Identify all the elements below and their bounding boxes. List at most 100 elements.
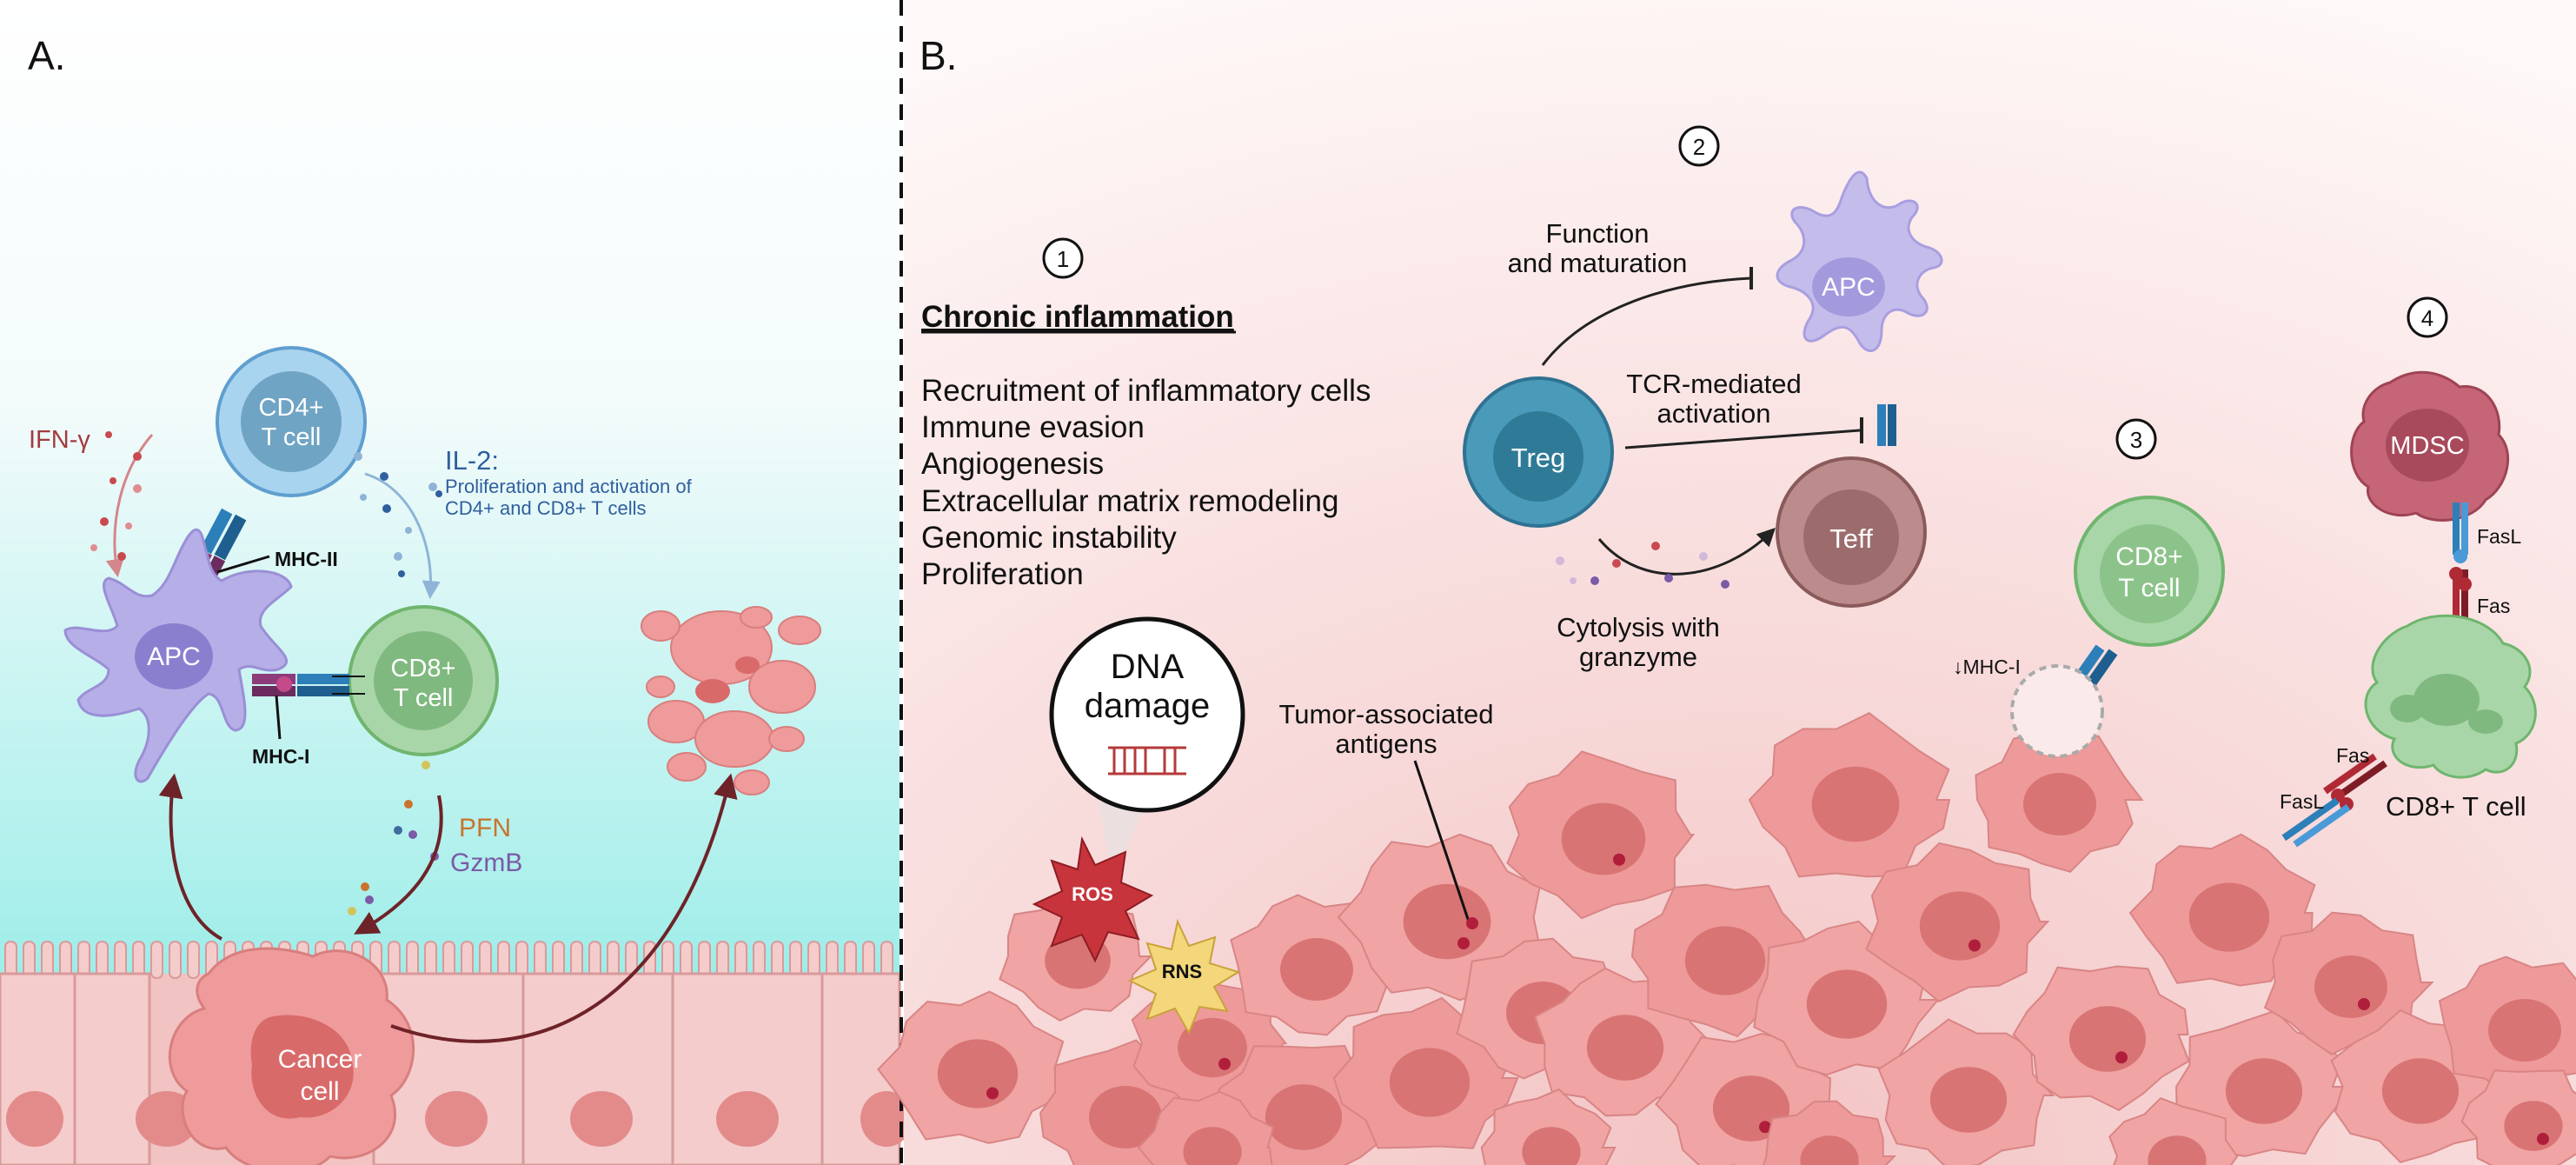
antigens-line1: Tumor-associated xyxy=(1279,699,1494,729)
mdsc-cell: MDSC xyxy=(2350,370,2510,522)
treg-cell: Treg xyxy=(1463,376,1614,528)
panel-a-label: A. xyxy=(28,33,65,78)
apc-b-label: APC xyxy=(1822,273,1876,302)
tumor-cell xyxy=(2460,1069,2576,1165)
fas-upper-label: Fas xyxy=(2477,595,2510,617)
microvillus xyxy=(150,941,163,979)
tumor-cell xyxy=(2108,1097,2239,1165)
epithelium xyxy=(0,941,913,1165)
chronic-item: Proliferation xyxy=(921,557,1084,591)
cd4-line1: CD4+ xyxy=(259,394,324,422)
mhc-i-label: MHC-I xyxy=(252,745,309,768)
apc-a: APC xyxy=(63,528,293,783)
cytolysis-line1: Cytolysis with xyxy=(1557,612,1720,642)
chronic-title: Chronic inflammation xyxy=(921,300,1234,334)
tumor-cell xyxy=(877,990,1065,1144)
cytolysis-line2: granzyme xyxy=(1579,642,1697,672)
apc-b: APC xyxy=(1776,170,1943,352)
antigen-dot xyxy=(1466,917,1478,929)
teff-cell: Teff xyxy=(1776,404,1927,608)
cancer-to-fragments-arrow xyxy=(390,773,738,1043)
gzmb-label: GzmB xyxy=(450,849,522,877)
tcr-line1: TCR-mediated xyxy=(1626,369,1802,399)
panel-b-label: B. xyxy=(920,33,957,78)
ros-label: ROS xyxy=(1072,883,1113,905)
fasl-upper-label: FasL xyxy=(2477,525,2521,548)
ifn-gamma-label: IFN-γ xyxy=(29,426,90,454)
cd4-t-cell: CD4+ T cell xyxy=(216,346,367,497)
step-1-badge xyxy=(1042,237,1084,279)
dna-line1: DNA xyxy=(1111,648,1185,686)
tumor-cell xyxy=(1137,1090,1274,1165)
fasl-fas-upper xyxy=(2449,503,2472,639)
cd8-t-cell-b: CD8+ T cell xyxy=(2068,496,2225,695)
rns-star xyxy=(1127,918,1241,1035)
tumor-cell xyxy=(2438,955,2576,1098)
microvillus xyxy=(169,941,182,979)
pfn-label: PFN xyxy=(459,814,511,842)
cancer-cell-a-line1: Cancer xyxy=(278,1045,362,1074)
microvillus xyxy=(187,941,200,979)
step-3-number: 3 xyxy=(2130,427,2142,453)
tumor-mass xyxy=(877,712,2576,1165)
cd8-a-line2: T cell xyxy=(394,684,454,712)
mhc-i-down-label: ↓MHC-I xyxy=(1953,656,2021,678)
tumor-cell xyxy=(2012,965,2190,1111)
dna-strand-icon xyxy=(1108,746,1186,776)
chronic-item: Recruitment of inflammatory cells xyxy=(921,374,1371,408)
cancer-cell-a-line2: cell xyxy=(300,1077,339,1106)
step-2-badge xyxy=(1678,125,1720,167)
il2-dots xyxy=(354,452,442,577)
il2-arrow xyxy=(364,472,441,600)
cd8-b-line2: T cell xyxy=(2118,574,2180,602)
ros-star xyxy=(1032,835,1154,963)
il2-desc-line1: Proliferation and activation of xyxy=(445,476,693,497)
tumor-cell xyxy=(1975,731,2144,873)
cd8-t-cell-c xyxy=(2364,614,2537,779)
apc-a-label: APC xyxy=(147,642,201,671)
treg-inhibits-teff xyxy=(1624,429,1861,449)
mhc-ii-label: MHC-II xyxy=(275,548,338,570)
function-line1: Function xyxy=(1546,218,1650,249)
mdsc-label: MDSC xyxy=(2390,432,2464,460)
cd8-t-cell-a: CD8+ T cell xyxy=(348,605,499,756)
cd8-a-line1: CD8+ xyxy=(391,655,456,682)
fas-lower-label: Fas xyxy=(2336,744,2369,767)
granzyme-arrow xyxy=(1597,528,1776,576)
step-2-number: 2 xyxy=(1693,134,1705,160)
dna-damage-bubble xyxy=(1049,616,1245,813)
panel-a: A. xyxy=(0,0,913,1165)
ifn-arrow xyxy=(105,434,154,578)
cd8-to-cancer-arrow xyxy=(354,795,443,935)
teff-label: Teff xyxy=(1829,523,1873,554)
chronic-list: Recruitment of inflammatory cells Immune… xyxy=(921,374,1371,591)
step-3-badge xyxy=(2115,418,2157,460)
il2-desc-line2: CD4+ and CD8+ T cells xyxy=(445,497,647,519)
dna-line2: damage xyxy=(1085,687,1211,725)
apoptotic-fragments xyxy=(641,606,821,796)
step-1-number: 1 xyxy=(1057,246,1069,272)
antigens-line2: antigens xyxy=(1335,729,1437,759)
rns-label: RNS xyxy=(1162,961,1202,982)
granzyme-dots xyxy=(1556,542,1730,589)
ifn-dots xyxy=(90,431,142,561)
chronic-item: Immune evasion xyxy=(921,410,1145,444)
tumor-cell xyxy=(1748,712,1951,878)
tcr-mhc-i xyxy=(252,674,365,696)
chronic-item: Extracellular matrix remodeling xyxy=(921,484,1338,518)
tumor-cell xyxy=(1865,842,2050,1003)
fasl-lower-label: FasL xyxy=(2280,790,2324,813)
tumor-cell xyxy=(1877,1018,2055,1165)
tumor-cell xyxy=(1506,750,1696,920)
mhc-i-low-cell xyxy=(2010,664,2104,758)
step-4-number: 4 xyxy=(2421,305,2433,331)
cd8-b-line1: CD8+ xyxy=(2115,543,2183,571)
panel-b: B. 1 Chronic inflammation Recruitment of… xyxy=(877,0,2576,1165)
il2-title: IL-2: xyxy=(445,445,499,476)
function-line2: and maturation xyxy=(1508,248,1688,278)
cd8-t-cell-c-label: CD8+ T cell xyxy=(2386,791,2526,822)
step-4-badge xyxy=(2407,296,2448,338)
tumor-cell xyxy=(1763,1100,1897,1165)
treg-label: Treg xyxy=(1511,443,1566,473)
